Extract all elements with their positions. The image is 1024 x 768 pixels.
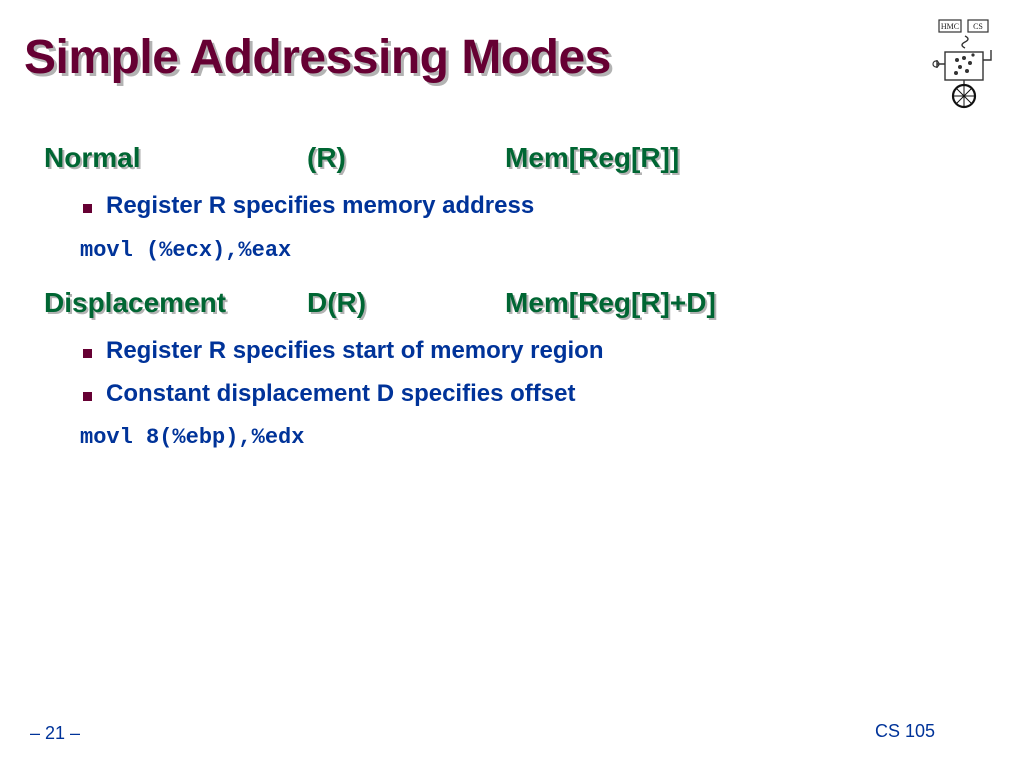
logo-text-hmc: HMC [941, 22, 959, 31]
mode-syntax: D(R) [307, 287, 367, 318]
bullet-text: Constant displacement D specifies offset [106, 380, 576, 407]
course-label: CS 105 [875, 721, 936, 741]
code-example: movl (%ecx),%eax [80, 238, 292, 263]
bullet-square-icon [83, 392, 92, 401]
hmc-cs-logo: HMC CS [932, 19, 992, 109]
bullet-square-icon [83, 204, 92, 213]
bullet-text: Register R specifies start of memory reg… [106, 337, 604, 364]
logo-text-cs: CS [973, 22, 983, 31]
slide-title: Simple Addressing Modes [24, 31, 611, 84]
page-number: – 21 – [30, 723, 81, 743]
mode-semantics: Mem[Reg[R]] [505, 142, 680, 173]
bullet-square-icon [83, 349, 92, 358]
code-example: movl 8(%ebp),%edx [80, 425, 305, 450]
bullet-text: Register R specifies memory address [106, 192, 535, 219]
mode-name: Normal [44, 142, 141, 173]
mode-syntax: (R) [307, 142, 346, 173]
mode-semantics: Mem[Reg[R]+D] [505, 287, 716, 318]
mode-name: Displacement [44, 287, 227, 318]
